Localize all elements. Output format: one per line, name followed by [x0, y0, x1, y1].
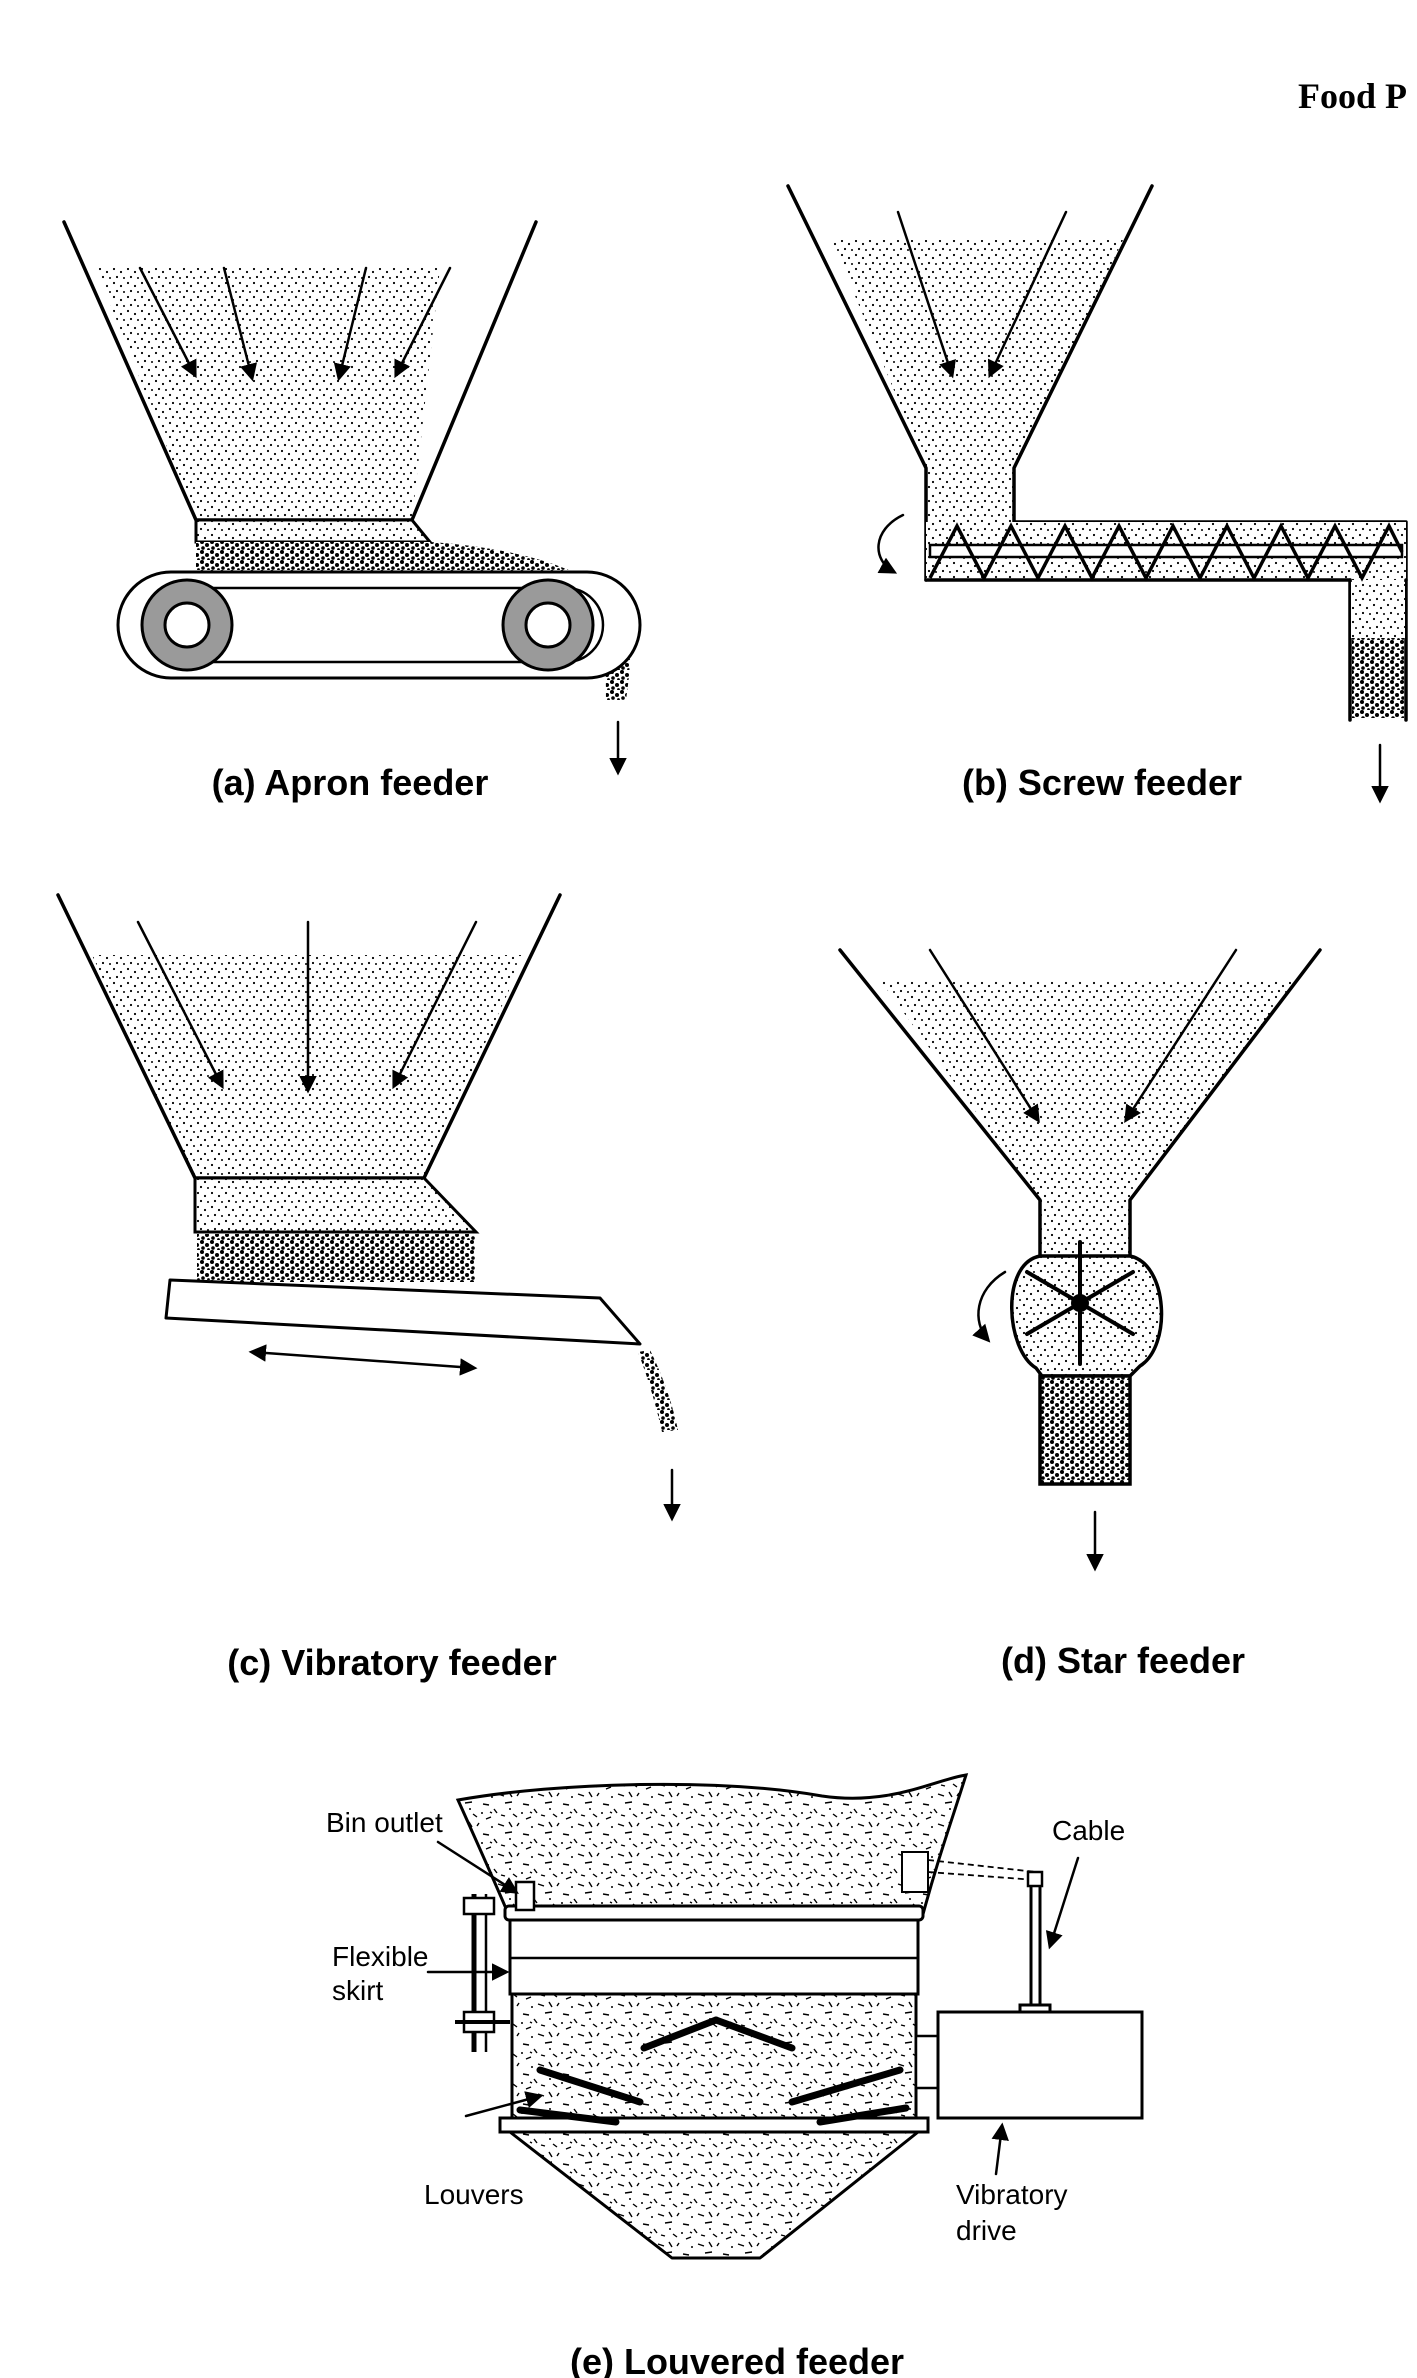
label-bin-outlet: Bin outlet	[326, 1807, 443, 1838]
label-flexible-skirt-line2: skirt	[332, 1975, 384, 2006]
louvered-pan-flange	[498, 2116, 930, 2134]
apron-hopper-fill	[96, 268, 440, 520]
screw-flow-arrow-1	[896, 210, 956, 379]
vibratory-tray	[164, 1278, 642, 1346]
label-cable: Cable	[1052, 1815, 1125, 1846]
star-discharge-pipe	[1038, 1374, 1132, 1486]
star-flow-arrow-1	[928, 948, 1040, 1123]
apron-flow-arrow-1	[138, 266, 197, 379]
running-header: Food P	[1298, 76, 1407, 116]
louvered-discharge-hopper	[508, 2130, 920, 2260]
apron-flow-arrow-3	[333, 266, 368, 382]
label-vibratory-drive-line1: Vibratory	[956, 2179, 1068, 2210]
vibratory-gate	[193, 1176, 480, 1234]
screw-outlet-fill	[1351, 582, 1405, 638]
louvered-left-hanger	[455, 1880, 536, 2052]
caption-star: (d) Star feeder	[1001, 1640, 1245, 1681]
vibratory-flow-arrow-1	[136, 920, 224, 1090]
screw-rotation-arrow	[877, 513, 905, 574]
louvered-bin-flange	[503, 1904, 925, 1922]
star-hopper-fill	[880, 980, 1295, 1256]
pointer-vibratory-drive	[991, 2122, 1009, 2176]
louvered-pan	[510, 1992, 918, 2128]
apron-flow-arrow-4	[394, 266, 452, 379]
louvered-louvers	[516, 2016, 910, 2126]
vibratory-motion-arrow	[248, 1344, 478, 1376]
vibratory-material-layer	[197, 1234, 475, 1282]
apron-feeder: (a) Apron feeder	[62, 220, 642, 803]
pointer-bin-outlet	[436, 1840, 519, 1894]
louvered-bin	[455, 1773, 969, 1920]
pointer-louvers	[464, 2091, 544, 2118]
star-feeder: (d) Star feeder	[838, 948, 1322, 1681]
star-hopper-wall-left	[838, 948, 1042, 1258]
screw-feeder: (b) Screw feeder	[786, 184, 1408, 804]
screw-flight	[928, 522, 1404, 582]
caption-apron: (a) Apron feeder	[212, 762, 489, 803]
star-hopper-wall-right	[1128, 948, 1322, 1258]
apron-gate	[194, 518, 434, 544]
label-vibratory-drive-line2: drive	[956, 2215, 1017, 2246]
louvered-vibratory-drive	[936, 2010, 1144, 2120]
label-louvers: Louvers	[424, 2179, 524, 2210]
louvered-feeder: Bin outlet Cable Flexible skirt Louvers …	[326, 1773, 1144, 2378]
apron-roller-right-hub	[524, 601, 572, 649]
apron-belt	[116, 570, 642, 680]
apron-flow-arrow-2	[222, 266, 258, 382]
vibratory-flow-arrow-3	[392, 920, 478, 1090]
screw-discharge-stream	[1352, 638, 1404, 718]
louvered-drive-connector	[914, 2034, 940, 2090]
star-rotor-hub	[1071, 1294, 1089, 1312]
caption-louvered: (e) Louvered feeder	[570, 2341, 904, 2378]
vibratory-discharge-stream	[638, 1350, 678, 1432]
screw-hopper-fill	[832, 240, 1123, 522]
star-rotation-arrow	[972, 1270, 1007, 1343]
caption-vibratory: (c) Vibratory feeder	[227, 1642, 556, 1683]
star-flow-arrow-2	[1124, 948, 1238, 1123]
label-flexible-skirt-line1: Flexible	[332, 1941, 428, 1972]
pointer-cable	[1045, 1856, 1080, 1950]
apron-roller-left-hub	[163, 601, 211, 649]
vibratory-feeder: (c) Vibratory feeder	[56, 893, 681, 1683]
screw-flow-arrow-2	[987, 210, 1068, 379]
caption-screw: (b) Screw feeder	[962, 762, 1242, 803]
